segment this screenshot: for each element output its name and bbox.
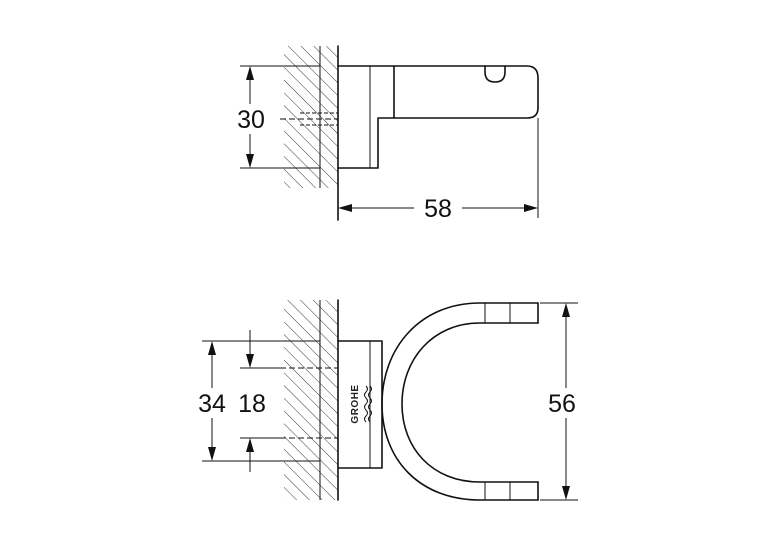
hook-notch bbox=[484, 65, 506, 83]
u-hook-inner bbox=[401, 322, 539, 483]
dim-label-56: 56 bbox=[548, 390, 576, 418]
dim-label-18: 18 bbox=[238, 390, 266, 418]
u-hook-outer bbox=[381, 302, 539, 501]
dimension-18: 18 bbox=[234, 330, 282, 472]
dimension-58: 58 bbox=[338, 118, 539, 223]
dimension-56: 56 bbox=[540, 302, 588, 501]
dim-label-58: 58 bbox=[424, 195, 452, 223]
wall-hatching-bottom bbox=[284, 300, 338, 500]
dim-label-34: 34 bbox=[198, 390, 226, 418]
plan-view: GROHE 34 bbox=[196, 299, 588, 501]
hook-profile bbox=[337, 65, 539, 169]
logo-text: GROHE bbox=[350, 384, 361, 423]
grohe-logo: GROHE bbox=[350, 384, 372, 424]
side-view: 30 58 bbox=[232, 45, 539, 223]
dimension-34: 34 bbox=[196, 340, 320, 462]
dimension-30: 30 bbox=[232, 65, 320, 169]
dim-label-30: 30 bbox=[237, 106, 265, 134]
wall-hatching-top bbox=[284, 46, 338, 188]
